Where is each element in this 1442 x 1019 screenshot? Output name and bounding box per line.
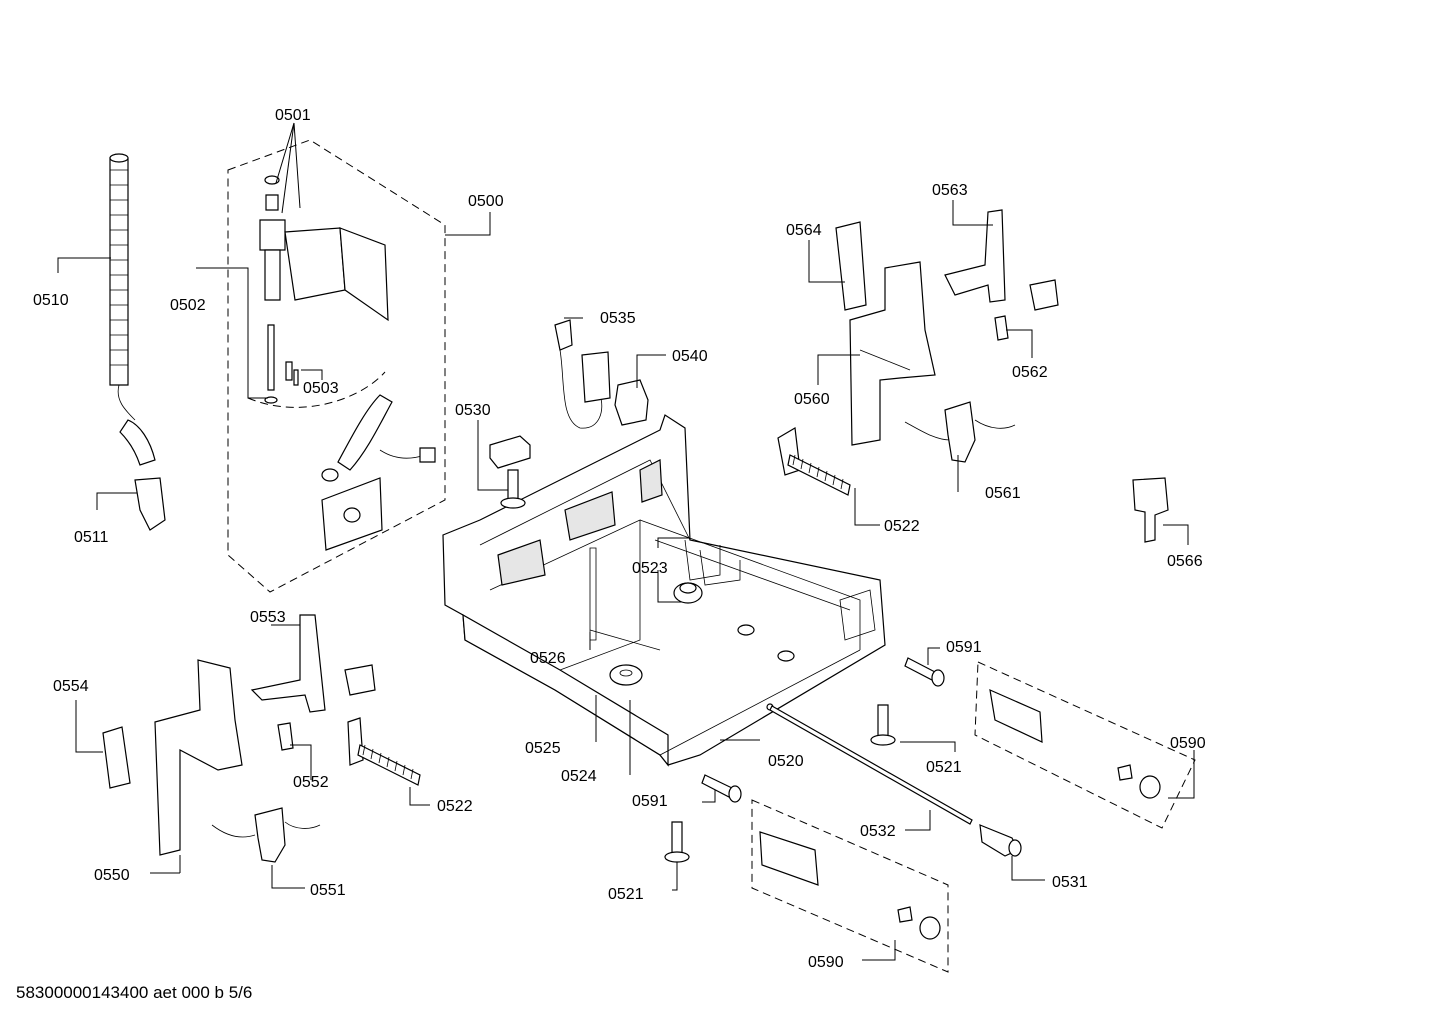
clip-0552 bbox=[277, 722, 294, 751]
label-0554: 0554 bbox=[53, 678, 89, 695]
screw-0530 bbox=[500, 469, 526, 509]
label-0532: 0532 bbox=[860, 823, 896, 840]
assembly-outline-0500 bbox=[227, 139, 446, 593]
hinge-0551 bbox=[211, 807, 321, 863]
label-0521-lower: 0521 bbox=[608, 886, 644, 903]
label-0551: 0551 bbox=[310, 882, 346, 899]
label-0501: 0501 bbox=[275, 107, 311, 124]
label-0524: 0524 bbox=[561, 768, 597, 785]
part-0553 bbox=[250, 614, 376, 713]
label-0564: 0564 bbox=[786, 222, 822, 239]
screw-0521-upper bbox=[870, 704, 896, 746]
label-0523: 0523 bbox=[632, 560, 668, 577]
label-0590-bottom: 0590 bbox=[808, 954, 844, 971]
label-0500: 0500 bbox=[468, 193, 504, 210]
clip-0562 bbox=[994, 315, 1009, 341]
label-0591-upper: 0591 bbox=[946, 639, 982, 656]
hose-and-bracket-0500 bbox=[321, 394, 436, 551]
panel-0590-bottom bbox=[759, 831, 941, 940]
label-0550: 0550 bbox=[94, 867, 130, 884]
label-0540: 0540 bbox=[672, 348, 708, 365]
drawing-number: 58300000143400 aet 000 b 5/6 bbox=[16, 983, 252, 1002]
label-0520: 0520 bbox=[768, 753, 804, 770]
label-0562: 0562 bbox=[1012, 364, 1048, 381]
connector-0540 bbox=[614, 379, 649, 426]
label-0510: 0510 bbox=[33, 292, 69, 309]
label-0560: 0560 bbox=[794, 391, 830, 408]
label-0590-right: 0590 bbox=[1170, 735, 1206, 752]
label-0561: 0561 bbox=[985, 485, 1021, 502]
label-0591-lower: 0591 bbox=[632, 793, 668, 810]
screw-0521-lower bbox=[664, 821, 690, 863]
label-0566: 0566 bbox=[1167, 553, 1203, 570]
leader-lines bbox=[57, 122, 1195, 961]
label-0563: 0563 bbox=[932, 182, 968, 199]
part-0564 bbox=[835, 221, 867, 311]
screw-0591-upper bbox=[904, 657, 945, 687]
label-0530: 0530 bbox=[455, 402, 491, 419]
part-0566 bbox=[1132, 477, 1169, 543]
spring-0522-left bbox=[347, 717, 421, 786]
bracket-0550 bbox=[154, 659, 243, 856]
hinge-0561 bbox=[904, 401, 1016, 463]
label-0502: 0502 bbox=[170, 297, 206, 314]
rod-0532 bbox=[769, 705, 973, 825]
label-0552: 0552 bbox=[293, 774, 329, 791]
label-0553: 0553 bbox=[250, 609, 286, 626]
label-0535: 0535 bbox=[600, 310, 636, 327]
label-0531: 0531 bbox=[1052, 874, 1088, 891]
label-0525: 0525 bbox=[525, 740, 561, 757]
label-0521-upper: 0521 bbox=[926, 759, 962, 776]
knob-0531 bbox=[979, 824, 1022, 857]
label-0526: 0526 bbox=[530, 650, 566, 667]
part-0563 bbox=[944, 209, 1059, 311]
block-0530 bbox=[489, 435, 531, 469]
assembly-outline-0590-right bbox=[974, 661, 1196, 829]
assembly-outline-0590-bottom bbox=[751, 799, 949, 973]
label-0522-left: 0522 bbox=[437, 798, 473, 815]
label-0522-right: 0522 bbox=[884, 518, 920, 535]
hose-clip-0511 bbox=[134, 477, 166, 531]
screw-0591-lower bbox=[701, 774, 742, 803]
inlet-valve-0501-0502 bbox=[259, 175, 389, 404]
base-tub-0520 bbox=[442, 414, 886, 767]
spring-0522-right bbox=[777, 427, 851, 496]
label-0511: 0511 bbox=[74, 529, 109, 546]
sensor-parts-0503 bbox=[285, 361, 299, 386]
cable-0535 bbox=[554, 319, 611, 429]
panel-0590-right bbox=[989, 689, 1161, 799]
drain-hose-0510 bbox=[109, 153, 156, 466]
part-labels: 0501 0500 0502 0503 0510 0511 0535 0540 … bbox=[33, 107, 1206, 971]
bracket-0560 bbox=[849, 261, 936, 446]
label-0503: 0503 bbox=[303, 380, 339, 397]
part-0554 bbox=[102, 726, 131, 789]
